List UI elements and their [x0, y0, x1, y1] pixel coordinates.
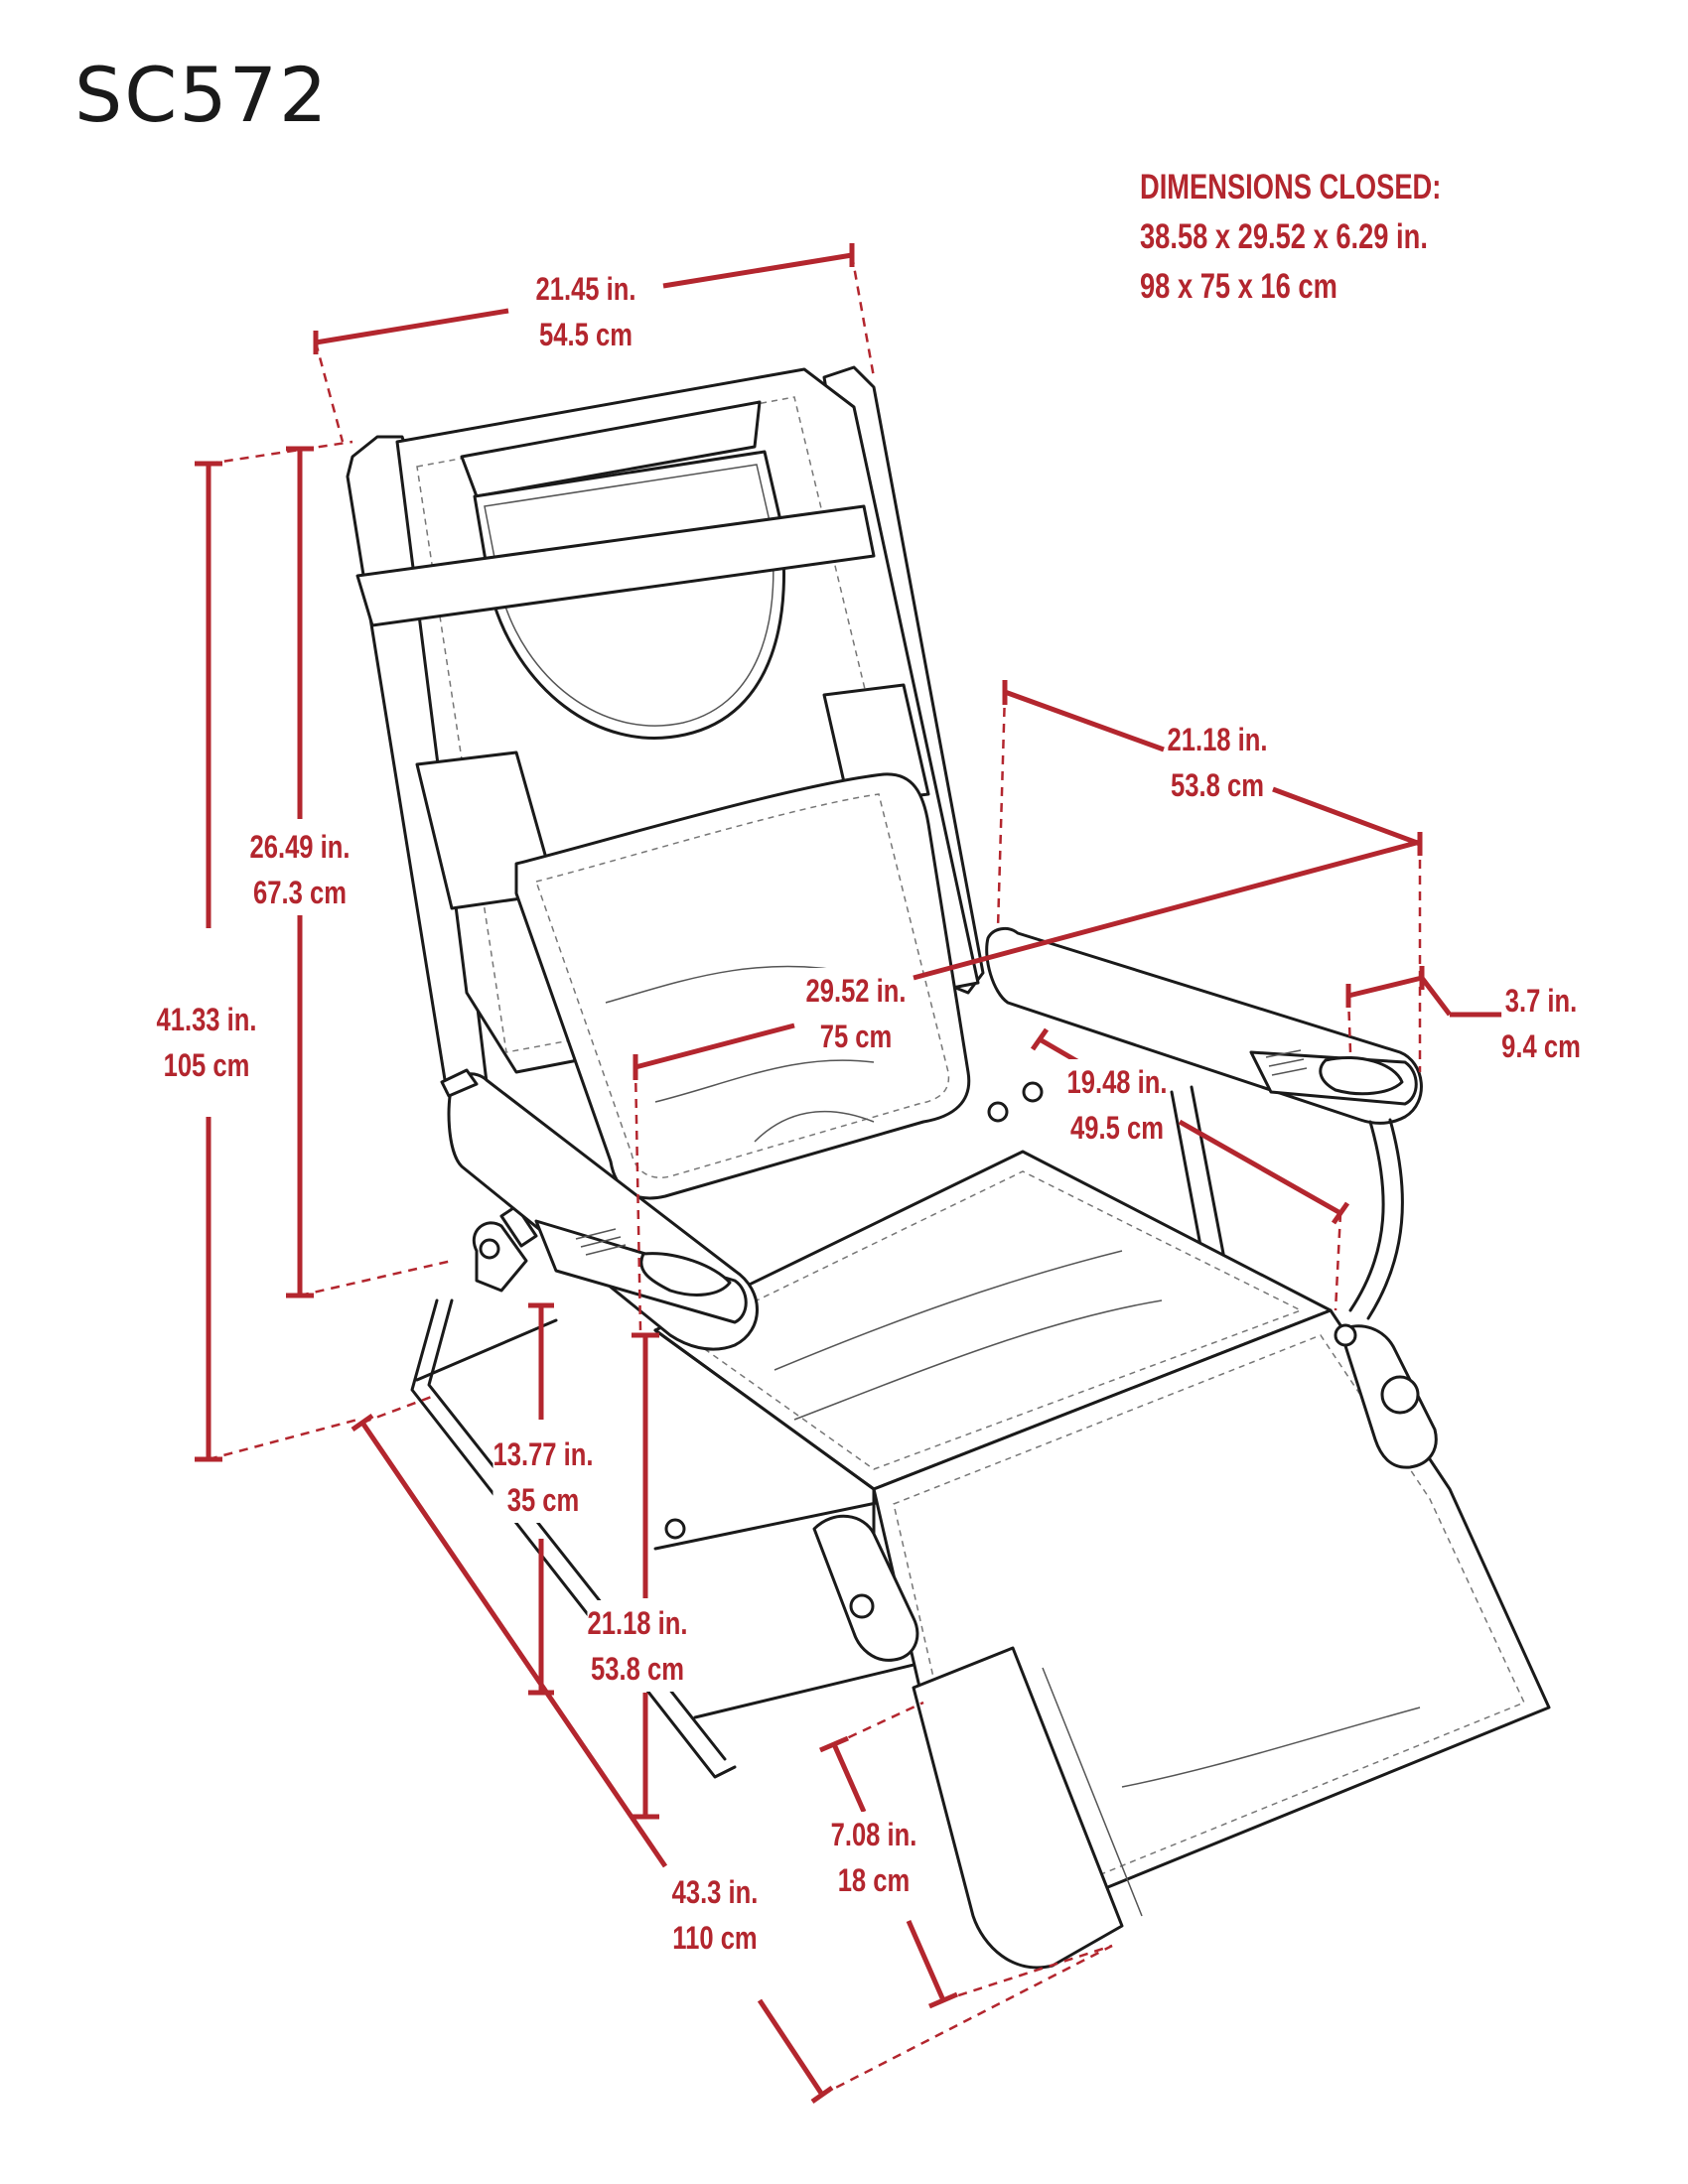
label-backrest-width: 21.45 in. 54.5 cm	[535, 266, 636, 357]
closed-dimensions-metric: 98 x 75 x 16 cm	[1140, 267, 1337, 306]
dim-line-backrest-width	[315, 308, 509, 345]
label-total-length: 43.3 in. 110 cm	[671, 1869, 759, 1961]
closed-dimensions-imperial: 38.58 x 29.52 x 6.29 in.	[1140, 217, 1428, 256]
label-armrest-width: 3.7 in. 9.4 cm	[1501, 978, 1581, 1069]
closed-dimensions-heading: DIMENSIONS CLOSED:	[1140, 168, 1442, 206]
model-title: SC572	[74, 51, 330, 139]
label-seat-height: 13.77 in. 35 cm	[492, 1432, 594, 1523]
dim-line-seat-width	[913, 839, 1421, 981]
label-backrest-height: 26.49 in. 67.3 cm	[249, 824, 351, 915]
dimension-lines	[195, 243, 1504, 2105]
label-seat-width: 29.52 in. 75 cm	[805, 968, 907, 1059]
label-armrest-height: 21.18 in. 53.8 cm	[587, 1600, 688, 1692]
closed-dimensions-block: DIMENSIONS CLOSED: 38.58 x 29.52 x 6.29 …	[1140, 163, 1441, 312]
dim-line-footrest-length	[831, 1742, 867, 1814]
label-total-height: 41.33 in. 105 cm	[156, 997, 257, 1088]
dim-line-armrest-width	[1347, 975, 1423, 999]
label-arm-span: 21.18 in. 53.8 cm	[1167, 717, 1268, 808]
chair-illustration	[346, 365, 1551, 1970]
dim-line-arm-span	[1004, 689, 1165, 752]
dim-line-total-length	[359, 1421, 668, 1868]
label-seat-depth: 19.48 in. 49.5 cm	[1066, 1059, 1168, 1151]
label-footrest-length: 7.08 in. 18 cm	[830, 1812, 917, 1903]
